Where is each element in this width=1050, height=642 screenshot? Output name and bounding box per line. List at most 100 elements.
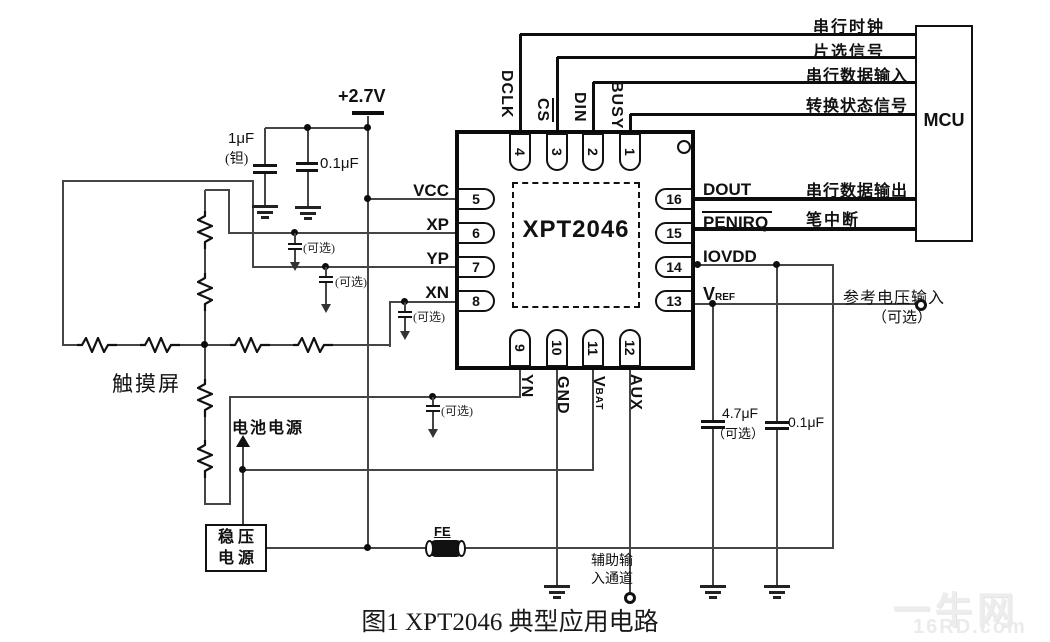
wire: [270, 344, 294, 346]
wire: [62, 180, 64, 346]
wire: [204, 477, 206, 505]
cap-1uf-note: (钽): [225, 152, 249, 167]
pin-14: 14: [655, 256, 693, 278]
capacitor-plate: [765, 421, 789, 424]
junction: [709, 300, 716, 307]
wire: [253, 266, 458, 268]
wire-penirq: [695, 227, 917, 231]
pin-1: 1: [619, 133, 641, 171]
aux-input-label: 辅助输 入通道: [584, 553, 640, 589]
figure-title: 图1 XPT2046 典型应用电路: [361, 609, 659, 636]
wire: [265, 127, 369, 129]
wire: [432, 397, 434, 405]
optional-note: (可选): [303, 241, 335, 255]
pin-label-gnd: GND: [554, 376, 571, 415]
wire: [294, 233, 296, 243]
wire: [629, 368, 631, 593]
ic-inner-dashed-box: [512, 182, 640, 308]
ground-symbol: [252, 205, 278, 220]
cap-47uf-note: （可选）: [712, 426, 765, 441]
capacitor-plate: [701, 426, 725, 429]
pin-label-iovdd: IOVDD: [703, 247, 757, 266]
battery-arrow: [236, 435, 250, 447]
pin-8: 8: [457, 290, 495, 312]
signal-label-serial-data-out: 串行数据输出: [806, 183, 909, 200]
pin-label-vref: VREF: [703, 284, 736, 304]
resistor: [140, 337, 180, 353]
signal-label-pen-interrupt: 笔中断: [806, 212, 861, 229]
wire-din: [593, 81, 917, 84]
wire: [389, 301, 391, 347]
wire-dclk: [520, 33, 917, 36]
ferrite-bead-end: [425, 540, 434, 557]
resistor: [197, 379, 213, 417]
ground-arrow: [428, 429, 438, 438]
capacitor-plate: [701, 420, 725, 423]
pin-label-xn: XN: [425, 283, 449, 302]
resistor: [197, 273, 213, 311]
junction: [694, 261, 701, 268]
pin-16: 16: [655, 188, 693, 210]
junction: [304, 124, 311, 131]
pin-label-yp: YP: [426, 249, 449, 268]
resistor: [293, 337, 333, 353]
wire: [695, 303, 916, 305]
resistor: [77, 337, 117, 353]
wire: [556, 57, 559, 133]
pin-6: 6: [457, 222, 495, 244]
wire: [519, 34, 522, 132]
mcu-label: MCU: [923, 110, 965, 130]
battery-label: 电池电源: [232, 420, 305, 437]
wire: [832, 264, 834, 549]
pin-9: 9: [509, 329, 531, 367]
vref-terminal[interactable]: [915, 299, 927, 311]
cap-01uf-label: 0.1μF: [320, 155, 359, 172]
aux-input-label-line2: 入通道: [591, 572, 633, 587]
supply-voltage-label: +2.7V: [338, 86, 386, 106]
wire: [404, 302, 406, 311]
pin-label-dout: DOUT: [703, 180, 752, 199]
supply-terminal-bar: [352, 111, 384, 115]
ground-symbol: [295, 206, 321, 221]
ic-body: [455, 130, 695, 370]
aux-terminal[interactable]: [624, 592, 636, 604]
pin-10: 10: [546, 329, 568, 367]
pin-label-yn: YN: [518, 374, 535, 399]
wire: [229, 232, 458, 234]
pin-3: 3: [546, 133, 568, 171]
signal-label-serial-clock: 串行时钟: [813, 19, 886, 36]
wire: [242, 447, 244, 525]
capacitor-plate: [319, 281, 333, 283]
wire-dout: [695, 197, 917, 201]
wire-cs: [557, 56, 917, 59]
pin-label-busy: BUSY: [608, 81, 625, 130]
capacitor-plate: [296, 162, 318, 165]
wire: [264, 128, 266, 165]
pin-7: 7: [457, 256, 495, 278]
wire: [368, 198, 457, 200]
capacitor-plate: [296, 169, 318, 172]
cap-1uf-label: 1μF: [228, 130, 255, 147]
wire: [712, 304, 714, 421]
wire-busy: [630, 113, 917, 116]
wire: [519, 368, 521, 398]
junction: [201, 341, 208, 348]
wire: [204, 247, 206, 274]
capacitor-plate: [253, 164, 277, 167]
wire: [307, 171, 309, 207]
resistor: [197, 440, 213, 478]
cap-47uf-label: 4.7μF: [722, 405, 759, 421]
aux-input-label-line1: 辅助输: [591, 554, 633, 569]
wire: [252, 180, 254, 268]
optional-note: (可选): [413, 310, 445, 324]
resistor: [197, 211, 213, 249]
wire: [712, 429, 714, 586]
wire: [264, 174, 266, 206]
signal-label-convert-status: 转换状态信号: [806, 98, 909, 115]
wire: [228, 189, 230, 234]
wire: [243, 469, 594, 471]
capacitor-plate: [288, 243, 302, 245]
signal-label-chip-select: 片选信号: [813, 44, 886, 61]
pin-label-xp: XP: [426, 215, 449, 234]
